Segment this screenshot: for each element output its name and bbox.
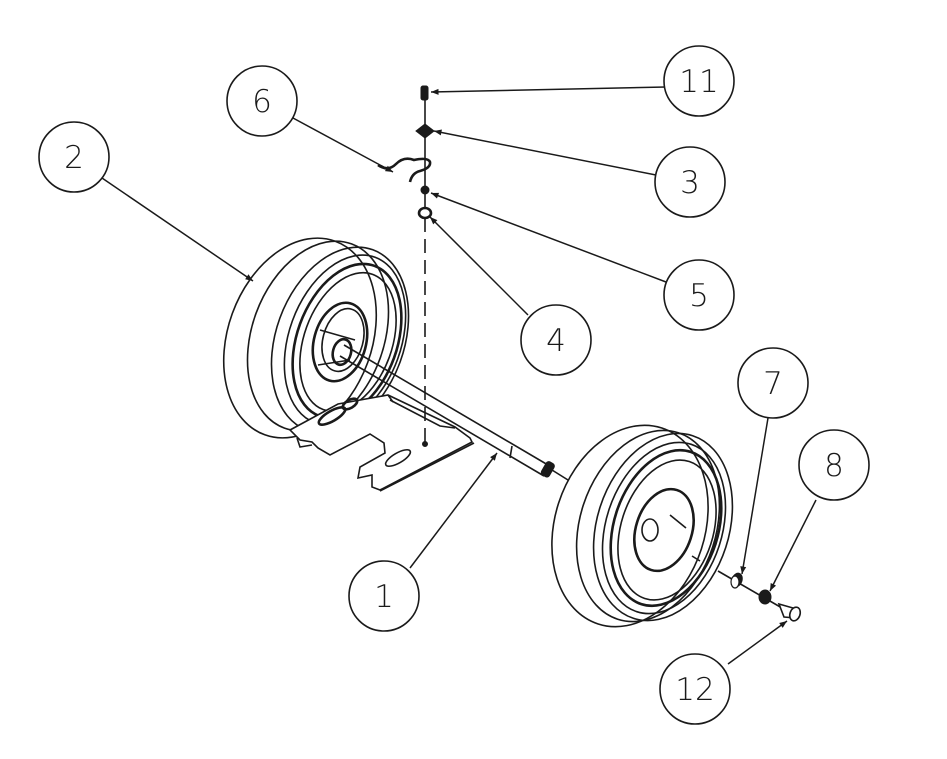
svg-text:4: 4	[546, 323, 566, 359]
leader-lines	[101, 86, 817, 665]
balloon-8: 8	[798, 429, 870, 501]
wheel-left	[222, 237, 410, 439]
balloon-7: 7	[737, 347, 809, 419]
balloon-12: 12	[659, 653, 731, 725]
svg-text:12: 12	[675, 672, 714, 708]
wheel-right	[551, 424, 734, 628]
vertical-hardware-stack	[377, 85, 435, 447]
svg-text:7: 7	[763, 366, 783, 402]
balloon-11: 11	[663, 45, 735, 117]
balloon-4: 4	[520, 304, 592, 376]
svg-text:5: 5	[689, 278, 709, 314]
balloon-6: 6	[226, 65, 298, 137]
svg-text:2: 2	[64, 140, 84, 176]
right-hardware	[717, 570, 802, 622]
svg-text:8: 8	[824, 448, 844, 484]
svg-text:1: 1	[374, 579, 394, 615]
svg-text:6: 6	[252, 84, 272, 120]
svg-text:3: 3	[680, 165, 700, 201]
svg-text:11: 11	[679, 64, 718, 100]
balloon-2: 2	[38, 121, 110, 193]
balloon-1: 1	[348, 560, 420, 632]
bracket-plate	[288, 394, 475, 492]
balloon-3: 3	[654, 146, 726, 218]
balloon-5: 5	[663, 259, 735, 331]
